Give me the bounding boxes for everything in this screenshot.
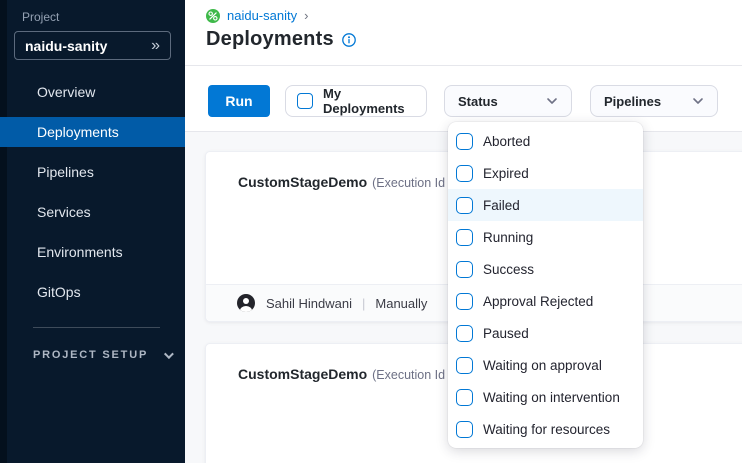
module-nav-strip [0,0,7,463]
status-option-checkbox[interactable] [456,228,473,246]
sidebar-divider [33,327,160,328]
status-option-checkbox[interactable] [456,164,473,182]
status-option-checkbox[interactable] [456,420,473,438]
run-button[interactable]: Run [208,85,270,117]
sidebar-item-deployments[interactable]: Deployments [0,117,185,147]
status-option-checkbox[interactable] [456,356,473,374]
project-name: naidu-sanity [25,37,108,54]
status-option-checkbox[interactable] [456,292,473,310]
chevron-down-icon [693,98,703,104]
status-filter-label: Status [458,93,498,109]
pipelines-filter-label: Pipelines [604,93,662,109]
status-option-failed[interactable]: Failed [448,189,643,221]
sidebar-item-pipelines[interactable]: Pipelines [37,164,94,180]
trigger-type: Manually [375,295,428,311]
status-option-waiting-on-approval[interactable]: Waiting on approval [448,349,643,381]
my-deployments-filter[interactable]: My Deployments [285,85,427,117]
status-option-waiting-for-resources[interactable]: Waiting for resources [448,413,643,445]
sidebar-item-overview[interactable]: Overview [37,84,96,100]
status-option-checkbox[interactable] [456,132,473,150]
triggered-by-user: Sahil Hindwani [266,295,352,311]
execution-id-text: (Execution Id [372,176,446,190]
pipelines-filter-dropdown[interactable]: Pipelines [590,85,718,117]
my-deployments-label: My Deployments [323,86,405,116]
status-option-checkbox[interactable] [456,324,473,342]
project-setup-toggle[interactable]: PROJECT SETUP [33,348,174,361]
pipeline-name: CustomStageDemo [238,174,368,190]
deployment-title-row: CustomStageDemo (Execution Id [238,174,445,192]
status-option-success[interactable]: Success [448,253,643,285]
status-option-checkbox[interactable] [456,196,473,214]
status-option-expired[interactable]: Expired [448,157,643,189]
my-deployments-checkbox[interactable] [297,93,313,109]
status-option-paused[interactable]: Paused [448,317,643,349]
expand-project-icon[interactable]: » [151,36,160,54]
chevron-down-icon [164,348,174,359]
project-setup-label: PROJECT SETUP [33,349,149,361]
toolbar: Run My Deployments Status Pipelines [185,66,742,132]
status-filter-dropdown[interactable]: Status [444,85,572,117]
deployment-title-row: CustomStageDemo (Execution Id [238,366,445,384]
page-header: naidu-sanity › Deployments [185,0,742,66]
breadcrumb: naidu-sanity › [206,8,308,23]
title-row: Deployments [206,28,356,51]
execution-id-text: (Execution Id [372,368,446,382]
info-icon[interactable] [341,32,356,47]
breadcrumb-chevron-icon: › [304,8,309,23]
sidebar-item-services[interactable]: Services [37,204,91,220]
cd-module-icon [206,8,220,23]
sidebar-item-environments[interactable]: Environments [37,244,123,260]
breadcrumb-project-link[interactable]: naidu-sanity [227,8,298,23]
footer-separator: | [362,295,366,311]
status-option-checkbox[interactable] [456,388,473,406]
status-option-approval-rejected[interactable]: Approval Rejected [448,285,643,317]
project-selector[interactable]: naidu-sanity » [14,31,171,60]
project-label: Project [22,10,60,24]
status-option-checkbox[interactable] [456,260,473,278]
sidebar: Project naidu-sanity » Overview Deployme… [0,0,185,463]
status-option-waiting-on-intervention[interactable]: Waiting on intervention [448,381,643,413]
sidebar-item-gitops[interactable]: GitOps [37,284,81,300]
page-title: Deployments [206,28,334,50]
status-dropdown-menu: Aborted Expired Failed Running Success A… [448,122,643,448]
user-avatar-icon [237,294,255,312]
status-option-aborted[interactable]: Aborted [448,125,643,157]
sidebar-nav: Overview Deployments Pipelines Services … [0,72,185,312]
chevron-down-icon [547,98,557,104]
status-option-running[interactable]: Running [448,221,643,253]
pipeline-name: CustomStageDemo [238,366,368,382]
